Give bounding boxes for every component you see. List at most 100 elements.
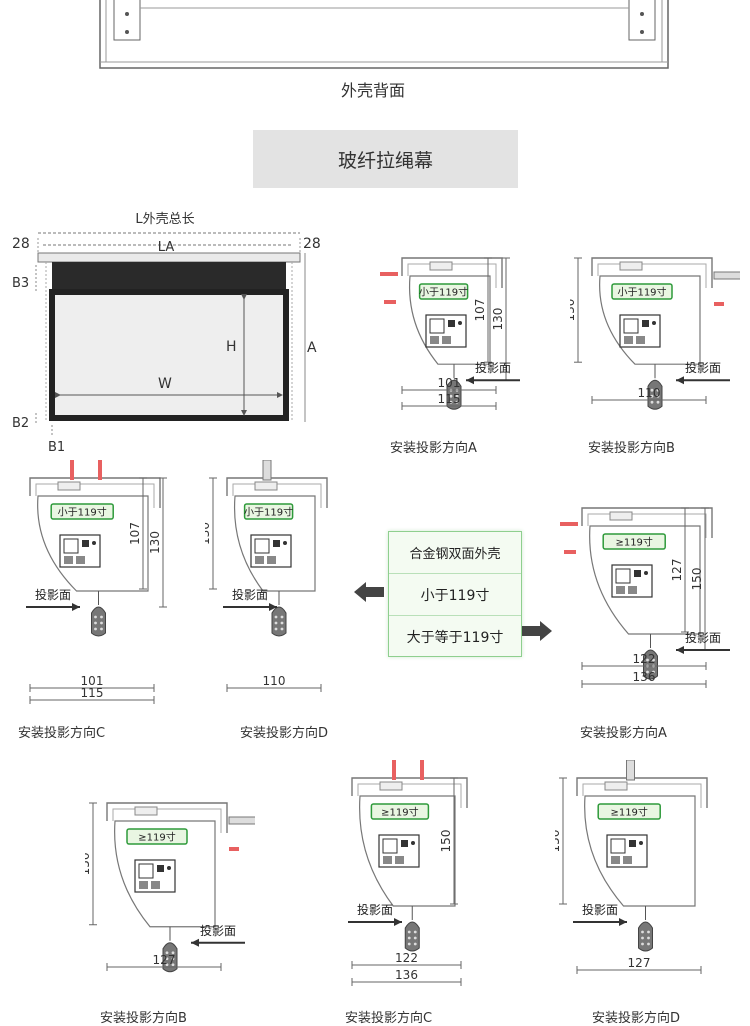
vertical-dimension-label: 150 <box>85 852 92 875</box>
remote-control-icon <box>271 606 287 637</box>
arrow-right-icon <box>522 621 552 641</box>
a-label: A <box>307 340 317 356</box>
horizontal-dimension-label: 110 <box>638 386 661 400</box>
port-icon <box>623 856 632 864</box>
horizontal-dimension-label: 127 <box>628 956 651 970</box>
vertical-dimension-label: 107 <box>128 522 142 545</box>
legend-header: 合金钢双面外壳 <box>389 532 521 574</box>
port-icon <box>395 856 404 864</box>
bracket <box>429 261 453 271</box>
bracket <box>604 781 628 791</box>
size-badge-label: 小于119寸 <box>419 286 468 299</box>
bracket <box>134 806 158 816</box>
bracket <box>57 481 81 491</box>
b2-label: B2 <box>12 416 29 431</box>
vertical-dimension-label: 130 <box>491 308 505 331</box>
switch-icon <box>401 840 408 847</box>
housing-frame <box>591 257 713 288</box>
mount-bracket-red <box>714 302 724 306</box>
install-direction-caption: 安装投影方向C <box>345 1011 433 1026</box>
switch-icon <box>82 540 89 547</box>
port-icon <box>616 586 625 594</box>
switch-icon <box>642 320 649 327</box>
b3-label: B3 <box>12 276 29 291</box>
arrow-left-icon <box>191 938 199 947</box>
install-direction-caption: 安装投影方向B <box>100 1011 187 1026</box>
vertical-dimension-label: 150 <box>690 568 704 591</box>
housing-inner <box>597 263 707 288</box>
housing-frame <box>226 477 328 508</box>
switch-icon <box>157 865 164 872</box>
horizontal-dimension-label: 136 <box>395 968 418 982</box>
indicator-icon <box>92 541 96 545</box>
vertical-dimension-label: 130 <box>570 299 577 322</box>
indicator-icon <box>644 571 648 575</box>
remote-control-icon <box>91 606 106 637</box>
mount-bracket-red <box>560 522 578 526</box>
w-label: W <box>158 376 172 392</box>
projection-surface-label: 投影面 <box>35 587 71 602</box>
legend-box: 合金钢双面外壳 小于119寸 大于等于119寸 <box>388 531 522 657</box>
left-offset-label: 28 <box>12 236 30 252</box>
size-badge-label: 小于119寸 <box>58 506 107 519</box>
housing-inner <box>357 783 462 808</box>
vertical-dimension-label: 130 <box>148 531 162 554</box>
arrow-left-icon <box>354 582 384 602</box>
port-icon <box>383 856 392 864</box>
mount-bracket-red <box>380 272 398 276</box>
b1-label: B1 <box>48 440 65 455</box>
size-badge-label: ≥119寸 <box>381 806 418 819</box>
housing-inner <box>35 483 155 508</box>
power-socket-icon <box>615 568 631 584</box>
remote-control-icon <box>638 921 653 952</box>
port-icon <box>151 881 160 889</box>
la-label: LA <box>158 240 175 255</box>
indicator-icon <box>411 841 415 845</box>
legend-large: 大于等于119寸 <box>406 629 504 646</box>
arrow-left-icon <box>676 646 684 654</box>
switch-icon <box>448 320 455 327</box>
port-icon <box>76 556 85 564</box>
port-icon <box>430 336 439 344</box>
port-icon <box>611 856 620 864</box>
size-badge-label: ≥119寸 <box>138 831 175 844</box>
bracket <box>609 511 633 521</box>
projection-surface-label: 投影面 <box>685 360 721 375</box>
mount-bracket-red <box>420 760 424 780</box>
horizontal-dimension-label: 101 <box>81 674 104 688</box>
horizontal-dimension-label: 110 <box>263 674 286 688</box>
indicator-icon <box>652 321 656 325</box>
indicator-icon <box>458 321 462 325</box>
port-icon <box>624 336 633 344</box>
housing-inner <box>112 808 222 833</box>
port-icon <box>255 556 264 564</box>
horizontal-dimension-label: 122 <box>633 652 656 666</box>
mount-bracket-red <box>384 300 396 304</box>
size-badge-label: ≥119寸 <box>615 536 652 549</box>
projection-surface-label: 投影面 <box>200 923 236 938</box>
horizontal-dimension-label: 101 <box>438 376 461 390</box>
housing-frame <box>106 802 228 833</box>
install-direction-caption: 安装投影方向C <box>18 726 106 741</box>
housing-inner <box>587 513 707 538</box>
screen-dimension-drawing: L外壳总长 28 28 LA B3 H W A B2 B1 <box>12 212 321 455</box>
power-socket-icon <box>382 838 398 854</box>
switch-icon <box>273 540 280 547</box>
size-badge <box>418 283 469 300</box>
port-icon <box>64 556 73 564</box>
projection-surface-label: 投影面 <box>232 587 268 602</box>
bracket <box>379 781 403 791</box>
size-badge <box>50 503 114 520</box>
port-icon <box>628 586 637 594</box>
horizontal-dimension-label: 122 <box>395 951 418 965</box>
vertical-dimension-label: 107 <box>473 299 487 322</box>
power-socket-icon <box>138 863 154 879</box>
mount-bracket-red <box>564 550 576 554</box>
mount-pin <box>228 816 255 825</box>
